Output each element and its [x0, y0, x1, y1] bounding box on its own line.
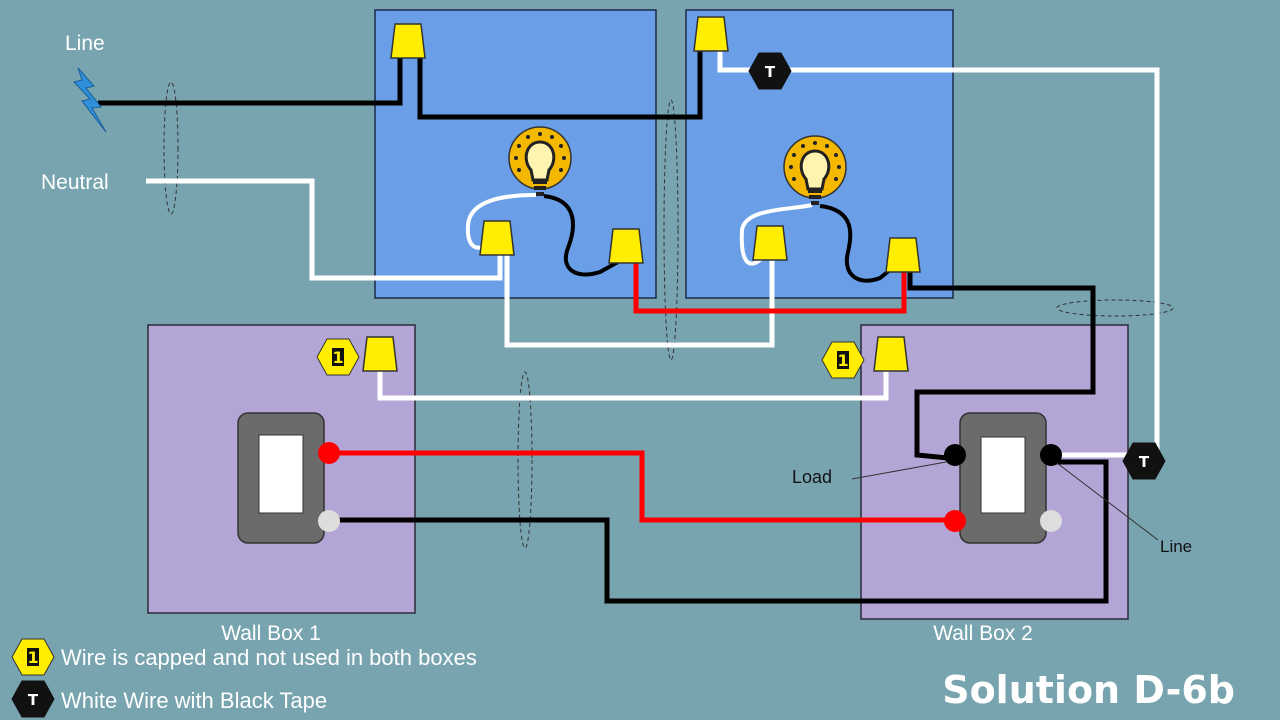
- wire-red-traveler: [338, 450, 956, 523]
- wire-capped-white: [377, 368, 889, 401]
- legend-tape: T White Wire with Black Tape: [11, 680, 327, 718]
- wire-nut-icon: [479, 220, 515, 256]
- wire-nut-icon: [752, 225, 788, 261]
- wire-taped-white: [717, 48, 1160, 458]
- capped-marker-badge: 1: [316, 338, 360, 376]
- solution-title: Solution D-6b: [942, 668, 1235, 712]
- capped-marker-label: 1: [332, 348, 343, 367]
- wire-nut-icon: [693, 16, 729, 52]
- line-label: Line: [65, 32, 105, 55]
- wire-red-fixtures: [633, 262, 907, 314]
- tape-marker-label: T: [765, 63, 776, 81]
- bulb2-black-lead: [819, 204, 897, 283]
- legend-capped-marker: 1: [27, 648, 38, 667]
- wall-box-2-label: Wall Box 2: [933, 622, 1033, 645]
- capped-marker-badge: 1: [821, 341, 865, 379]
- wall-box-1-label: Wall Box 1: [221, 622, 321, 645]
- legend-capped: 1 Wire is capped and not used in both bo…: [11, 638, 477, 676]
- legend-tape-text: White Wire with Black Tape: [61, 688, 327, 713]
- load-label: Load: [792, 467, 832, 487]
- line-leader: [1056, 462, 1159, 541]
- bulb1-black-lead: [543, 194, 619, 277]
- wire-neutral-in: [146, 178, 503, 281]
- wire-nut-icon: [362, 336, 398, 372]
- three-way-switch-icon: [237, 412, 340, 544]
- wire-hot-fixture-link: [417, 48, 703, 120]
- light-bulb-icon: [508, 126, 572, 196]
- three-way-switch-icon: [944, 412, 1062, 544]
- load-leader: [851, 461, 947, 480]
- bulb2-white-lead: [739, 203, 813, 266]
- capped-marker-label: 1: [837, 351, 848, 370]
- tape-marker-label: T: [1139, 453, 1150, 471]
- lightning-bolt-icon: [73, 67, 107, 133]
- cable-bundle-wallboxes: [517, 371, 533, 549]
- legend-capped-text: Wire is capped and not used in both boxe…: [61, 645, 477, 670]
- cable-bundle-fixtures: [663, 99, 679, 361]
- wire-nut-icon: [885, 237, 921, 273]
- switch-line-label: Line: [1160, 537, 1192, 556]
- wire-nut-icon: [390, 23, 426, 59]
- neutral-label: Neutral: [41, 171, 109, 194]
- cable-bundle-line: [163, 81, 179, 215]
- cable-bundle-wallbox2: [1056, 299, 1174, 317]
- wire-black-traveler: [338, 517, 1109, 604]
- wire-load: [907, 272, 1096, 461]
- light-bulb-icon: [783, 135, 847, 205]
- tape-marker-badge: T: [748, 52, 792, 90]
- legend-tape-marker: T: [28, 691, 39, 709]
- wire-nut-icon: [608, 228, 644, 264]
- wire-nut-icon: [873, 336, 909, 372]
- wire-black-traveler-up: [1056, 459, 1109, 576]
- wire-neutral-link: [504, 252, 775, 348]
- tape-marker-badge: T: [1122, 442, 1166, 480]
- wire-line-hot: [98, 55, 403, 106]
